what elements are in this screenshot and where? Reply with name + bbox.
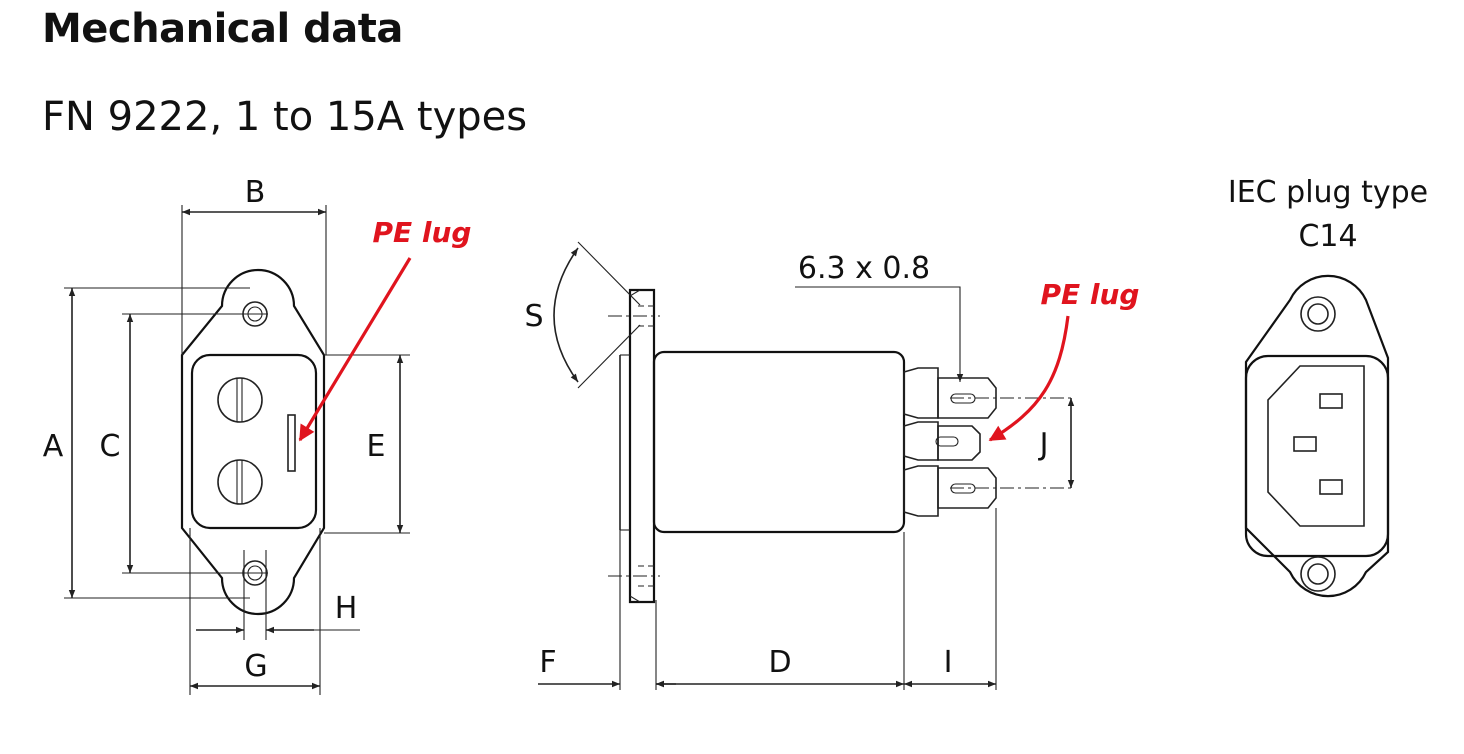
plug-view: IEC plug type C14 [1228,175,1428,598]
tab-size-leader [795,286,964,382]
plug-flange-outline [1244,274,1390,598]
label-E: E [367,429,386,464]
plug-mount-hole-top [1300,296,1336,332]
side-terminal-bottom [903,465,997,517]
product-subtitle: FN 9222, 1 to 15A types [42,94,528,140]
side-body [652,350,906,534]
dim-S-arc [553,247,579,383]
label-F: F [539,645,556,680]
plug-pin-bottom [1319,479,1343,495]
front-flange-outline [180,268,326,616]
page-title: Mechanical data [42,6,403,52]
label-tab-size: 6.3 x 0.8 [798,251,930,286]
front-pe-lug-arrow [298,257,412,442]
side-pe-lug-arrow [988,315,1070,442]
label-S: S [524,299,543,334]
label-H: H [335,591,358,626]
label-B: B [245,175,266,210]
front-pin-upper [217,377,263,423]
label-D: D [768,645,791,680]
plug-socket-outline [1267,365,1365,527]
side-terminal-top [903,367,997,419]
side-view: S 6.3 x 0.8 J F D I PE lug [524,241,1140,690]
plug-type-code: C14 [1298,219,1357,254]
plug-mount-hole-bottom [1300,556,1336,592]
front-housing [190,353,318,530]
front-view: B A C E G H PE lug [43,175,472,695]
label-J: J [1038,427,1049,462]
label-C: C [100,429,121,464]
side-terminal-pe [903,421,981,461]
front-pin-lower [217,459,263,505]
plug-type-label: IEC plug type [1228,175,1428,210]
plug-housing [1244,354,1390,558]
side-flange [628,288,656,604]
side-pe-lug-callout: PE lug [1041,278,1140,311]
label-G: G [244,649,267,684]
plug-pin-earth [1293,436,1317,452]
label-I: I [944,645,953,680]
plug-pin-top [1319,393,1343,409]
front-pe-lug-callout: PE lug [373,216,472,249]
label-A: A [43,429,64,464]
front-pe-lug [287,414,296,472]
